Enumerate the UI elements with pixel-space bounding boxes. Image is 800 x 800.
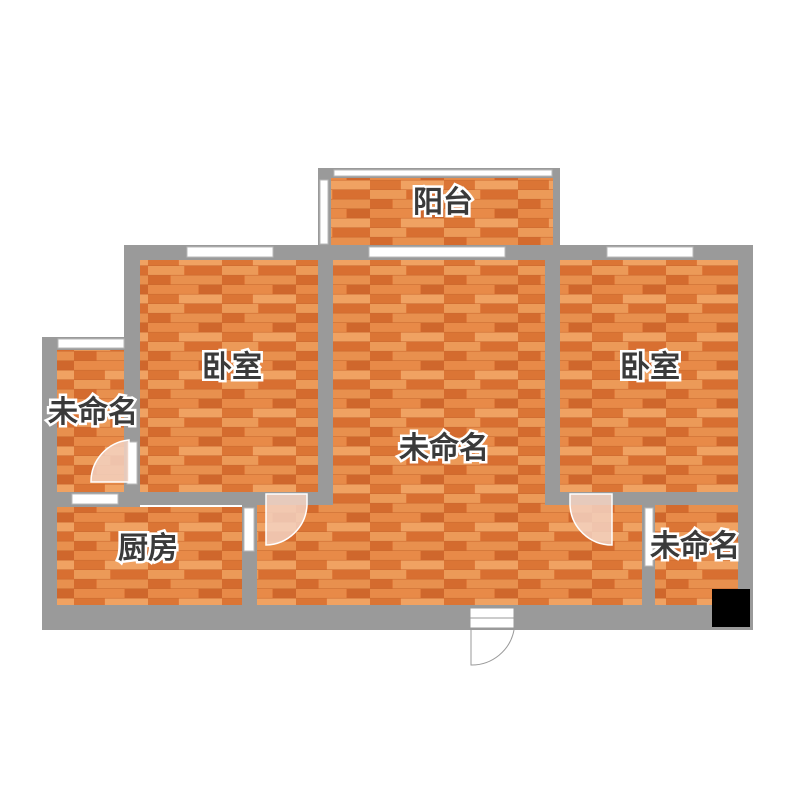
window-balcony-left <box>319 179 329 245</box>
door-swing-living-left <box>265 493 308 546</box>
window-kitchen-east <box>243 507 255 552</box>
label-bedroom-right: 卧室 <box>620 350 680 385</box>
window-small-left <box>57 338 125 349</box>
window-small-right <box>644 507 654 567</box>
structural-column <box>712 589 750 627</box>
room-labels: 阳台 卧室 卧室 未命名 未命名 厨房 未命名 <box>46 183 743 569</box>
floors <box>57 178 738 614</box>
window-bedroom-left <box>186 246 274 258</box>
label-balcony: 阳台 <box>413 185 473 220</box>
label-small-right: 未命名 <box>650 529 740 564</box>
window-balcony-top <box>333 169 553 177</box>
door-swing-living-right <box>569 493 613 546</box>
wall-segment <box>42 337 57 630</box>
floor-kitchen <box>57 507 242 605</box>
wall-segment <box>318 245 333 505</box>
wall-segment <box>738 245 753 630</box>
window-kitchen <box>71 493 119 505</box>
door-swing-small-left <box>90 439 130 483</box>
label-small-left: 未命名 <box>48 395 138 430</box>
wall-segment <box>553 170 560 246</box>
floor-balcony <box>331 178 553 246</box>
wall-segment <box>545 245 560 505</box>
doors <box>90 439 613 666</box>
label-bedroom-left: 卧室 <box>202 350 262 385</box>
floor-small-right <box>655 505 738 605</box>
entrance-door-swing <box>470 629 515 666</box>
window-bedroom-right <box>606 246 694 258</box>
floor-bedroom-left <box>140 260 318 492</box>
windows <box>57 169 694 567</box>
label-living: 未命名 <box>399 431 489 466</box>
window-living <box>368 246 506 258</box>
wall-segment <box>42 605 753 630</box>
label-kitchen: 厨房 <box>118 531 178 566</box>
floor-bedroom-right <box>560 260 738 492</box>
